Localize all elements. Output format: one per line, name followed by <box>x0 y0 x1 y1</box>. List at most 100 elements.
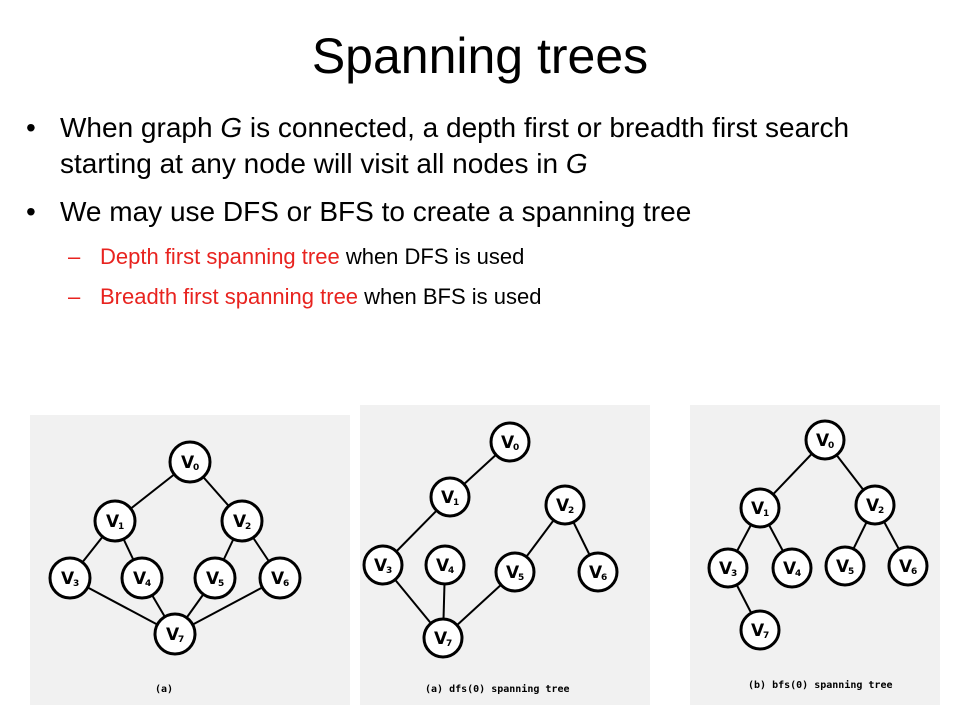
node-label: V <box>434 629 448 649</box>
node-circle <box>824 545 866 587</box>
node-v7: V7 <box>153 612 197 656</box>
node-label: V <box>133 569 147 589</box>
node-circle <box>854 484 896 526</box>
node-circle <box>804 419 846 461</box>
node-v6: V6 <box>887 545 929 587</box>
node-circle <box>424 544 466 586</box>
node-label: V <box>719 559 733 579</box>
node-label: V <box>751 621 765 641</box>
node-v7: V7 <box>739 609 781 651</box>
node-circle <box>739 609 781 651</box>
dash-icon: – <box>68 284 81 309</box>
graph-symbol: G <box>565 148 588 179</box>
node-subscript: 4 <box>448 566 454 576</box>
node-v7: V7 <box>422 617 464 659</box>
dash-icon: – <box>68 244 81 269</box>
node-label: V <box>836 557 850 577</box>
node-label: V <box>589 563 603 583</box>
node-label: V <box>556 496 570 516</box>
node-subscript: 7 <box>446 639 452 649</box>
node-circle <box>489 421 531 463</box>
bfs-tree-caption: (b) bfs(0) spanning tree <box>748 679 893 691</box>
node-circle <box>220 499 264 543</box>
node-circle <box>168 440 212 484</box>
node-label: V <box>271 569 285 589</box>
node-v1: V1 <box>93 499 137 543</box>
node-subscript: 2 <box>245 522 251 532</box>
node-v1: V1 <box>739 487 781 529</box>
node-circle <box>120 556 164 600</box>
node-label: V <box>816 431 830 451</box>
node-label: V <box>899 557 913 577</box>
node-circle <box>577 551 619 593</box>
node-v3: V3 <box>707 547 749 589</box>
dfs-tree-caption: (a) dfs(0) spanning tree <box>425 683 570 695</box>
node-v4: V4 <box>120 556 164 600</box>
node-label: V <box>436 556 450 576</box>
node-subscript: 2 <box>568 506 574 516</box>
bullet-list: • When graph G is connected, a depth fir… <box>20 110 940 322</box>
node-circle <box>494 551 536 593</box>
bullet-dot-icon: • <box>26 112 36 143</box>
node-subscript: 5 <box>218 579 224 589</box>
node-v5: V5 <box>193 556 237 600</box>
node-circle <box>739 487 781 529</box>
highlight-text: Depth first spanning tree <box>100 244 340 269</box>
node-subscript: 5 <box>518 573 524 583</box>
bullet-text: is connected, a depth first or breadth f… <box>60 112 850 179</box>
node-subscript: 2 <box>878 506 884 516</box>
sub-bullet-text: when DFS is used <box>339 244 525 269</box>
sub-bullet-item: – Breadth first spanning tree when BFS i… <box>20 282 940 312</box>
sub-bullet-item: – Depth first spanning tree when DFS is … <box>20 242 940 272</box>
node-circle <box>153 612 197 656</box>
node-v4: V4 <box>424 544 466 586</box>
node-label: V <box>751 499 765 519</box>
node-subscript: 6 <box>911 567 917 577</box>
node-subscript: 0 <box>828 441 834 451</box>
node-subscript: 3 <box>731 569 737 579</box>
node-v5: V5 <box>824 545 866 587</box>
node-circle <box>48 556 92 600</box>
node-circle <box>258 556 302 600</box>
node-v3: V3 <box>362 544 404 586</box>
node-circle <box>193 556 237 600</box>
node-v0: V0 <box>804 419 846 461</box>
node-v0: V0 <box>168 440 212 484</box>
graph-symbol: G <box>220 112 243 143</box>
node-subscript: 0 <box>193 463 199 473</box>
node-circle <box>544 484 586 526</box>
graph-caption: (a) <box>155 684 173 695</box>
node-subscript: 5 <box>848 567 854 577</box>
bullet-item: • We may use DFS or BFS to create a span… <box>20 194 940 230</box>
node-circle <box>429 476 471 518</box>
node-v3: V3 <box>48 556 92 600</box>
node-subscript: 4 <box>145 579 151 589</box>
node-v4: V4 <box>771 547 813 589</box>
node-v0: V0 <box>489 421 531 463</box>
node-label: V <box>181 453 195 473</box>
highlight-text: Breadth first spanning tree <box>100 284 359 309</box>
node-subscript: 1 <box>763 509 769 519</box>
node-label: V <box>106 512 120 532</box>
node-subscript: 7 <box>178 635 184 645</box>
bullet-item: • When graph G is connected, a depth fir… <box>20 110 940 182</box>
bullet-dot-icon: • <box>26 196 36 227</box>
sub-bullet-text: when BFS is used <box>358 284 542 309</box>
node-circle <box>887 545 929 587</box>
node-subscript: 4 <box>795 569 801 579</box>
node-label: V <box>501 433 515 453</box>
node-v6: V6 <box>258 556 302 600</box>
node-label: V <box>783 559 797 579</box>
node-label: V <box>206 569 220 589</box>
node-label: V <box>61 569 75 589</box>
node-label: V <box>866 496 880 516</box>
node-label: V <box>233 512 247 532</box>
node-label: V <box>374 556 388 576</box>
node-circle <box>422 617 464 659</box>
node-circle <box>362 544 404 586</box>
